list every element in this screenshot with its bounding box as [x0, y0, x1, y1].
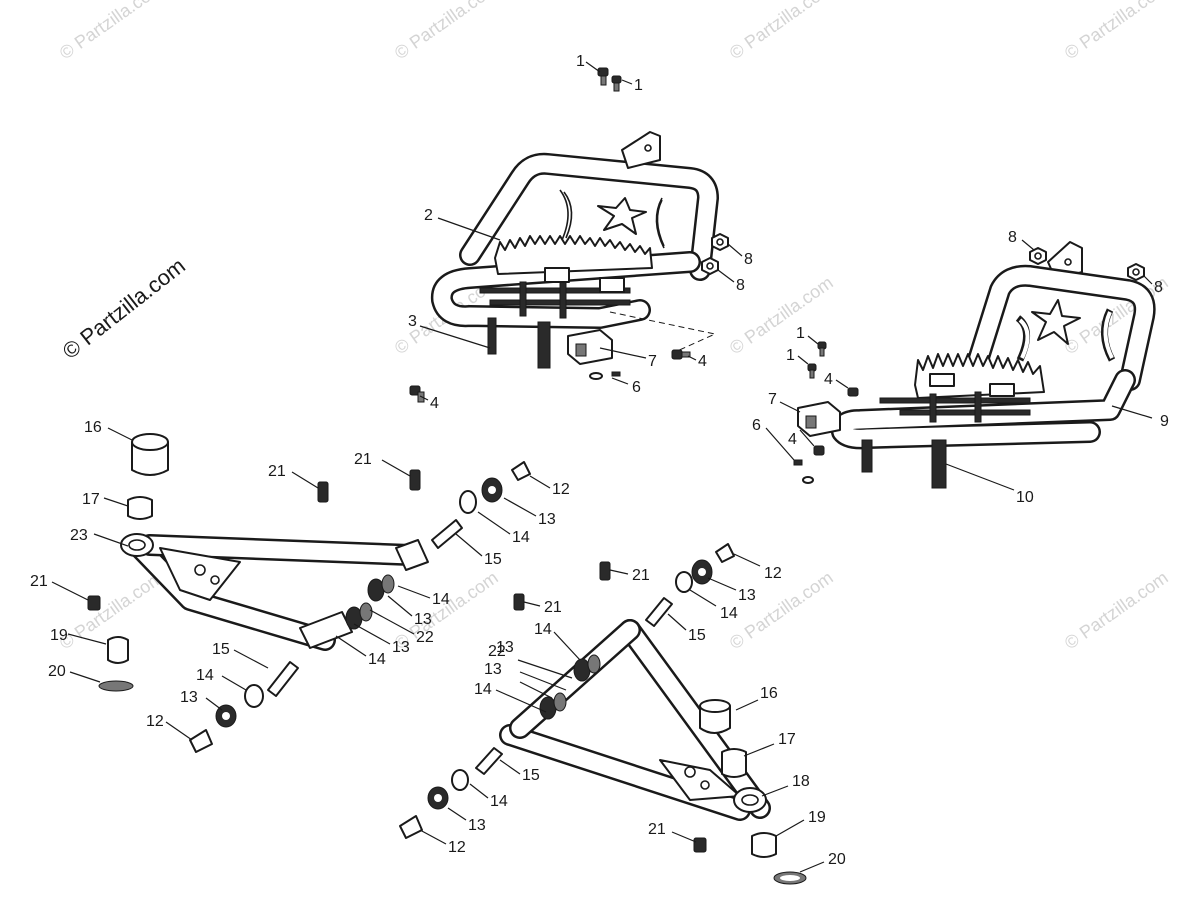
watermark: © Partzilla.com	[1061, 567, 1172, 653]
brand-text: © Partzilla.com	[58, 253, 190, 364]
callout-4: 4	[698, 353, 707, 370]
watermark: © Partzilla.com	[56, 0, 167, 63]
callout-21: 21	[268, 463, 286, 480]
callout-8: 8	[1008, 229, 1017, 246]
callout-13: 13	[496, 639, 514, 656]
callout-16: 16	[760, 685, 778, 702]
callout-8: 8	[1154, 279, 1163, 296]
callout-12: 12	[146, 713, 164, 730]
bolt-part-1-top	[597, 67, 622, 92]
callout-13: 13	[392, 639, 410, 656]
callout-1: 1	[786, 347, 795, 364]
callout-13: 13	[414, 611, 432, 628]
watermark: © Partzilla.com	[726, 0, 837, 63]
callout-1: 1	[576, 53, 585, 70]
callout-21: 21	[648, 821, 666, 838]
callout-19: 19	[50, 627, 68, 644]
callout-3: 3	[408, 313, 417, 330]
callout-1: 1	[796, 325, 805, 342]
callout-13: 13	[468, 817, 486, 834]
callout-15: 15	[484, 551, 502, 568]
callout-12: 12	[552, 481, 570, 498]
callout-8: 8	[736, 277, 745, 294]
callout-22: 22	[488, 643, 506, 660]
callout-12: 12	[764, 565, 782, 582]
callout-14: 14	[196, 667, 214, 684]
callout-23: 23	[70, 527, 88, 544]
callout-labels: 1 1 2 3 4 4 6 7 8 8 8 8 1 1 4 4 7 6 9 10…	[30, 53, 1169, 868]
callout-7: 7	[768, 391, 777, 408]
callout-18: 18	[792, 773, 810, 790]
callout-15: 15	[522, 767, 540, 784]
callout-20: 20	[828, 851, 846, 868]
callout-9: 9	[1160, 413, 1169, 430]
a-arm-right	[399, 543, 807, 885]
callout-21: 21	[30, 573, 48, 590]
watermark: © Partzilla.com	[1061, 0, 1172, 63]
callout-21: 21	[544, 599, 562, 616]
callout-14: 14	[534, 621, 552, 638]
a-arm-left	[87, 433, 531, 753]
callout-14: 14	[490, 793, 508, 810]
front-bumper-upper	[430, 131, 719, 369]
callout-8: 8	[744, 251, 753, 268]
callout-2: 2	[424, 207, 433, 224]
callout-1: 1	[634, 77, 643, 94]
watermark: © Partzilla.com	[391, 0, 502, 63]
callout-19: 19	[808, 809, 826, 826]
callout-13: 13	[738, 587, 756, 604]
callout-14: 14	[720, 605, 738, 622]
callout-4: 4	[788, 431, 797, 448]
callout-21: 21	[632, 567, 650, 584]
callout-14: 14	[474, 681, 492, 698]
callout-6: 6	[632, 379, 641, 396]
callout-14: 14	[512, 529, 530, 546]
callout-15: 15	[212, 641, 230, 658]
callout-22: 22	[416, 629, 434, 646]
callout-6: 6	[752, 417, 761, 434]
callout-17: 17	[82, 491, 100, 508]
callout-13: 13	[484, 661, 502, 678]
callout-13: 13	[538, 511, 556, 528]
callout-13: 13	[180, 689, 198, 706]
callout-20: 20	[48, 663, 66, 680]
callout-16: 16	[84, 419, 102, 436]
callout-21: 21	[354, 451, 372, 468]
leader-lines	[51, 61, 1153, 873]
callout-17: 17	[778, 731, 796, 748]
front-bumper-right	[797, 241, 1156, 489]
callout-4: 4	[824, 371, 833, 388]
callout-7: 7	[648, 353, 657, 370]
callout-14: 14	[432, 591, 450, 608]
callout-10: 10	[1016, 489, 1034, 506]
callout-14: 14	[368, 651, 386, 668]
callout-15: 15	[688, 627, 706, 644]
callout-12: 12	[448, 839, 466, 856]
callout-4: 4	[430, 395, 439, 412]
